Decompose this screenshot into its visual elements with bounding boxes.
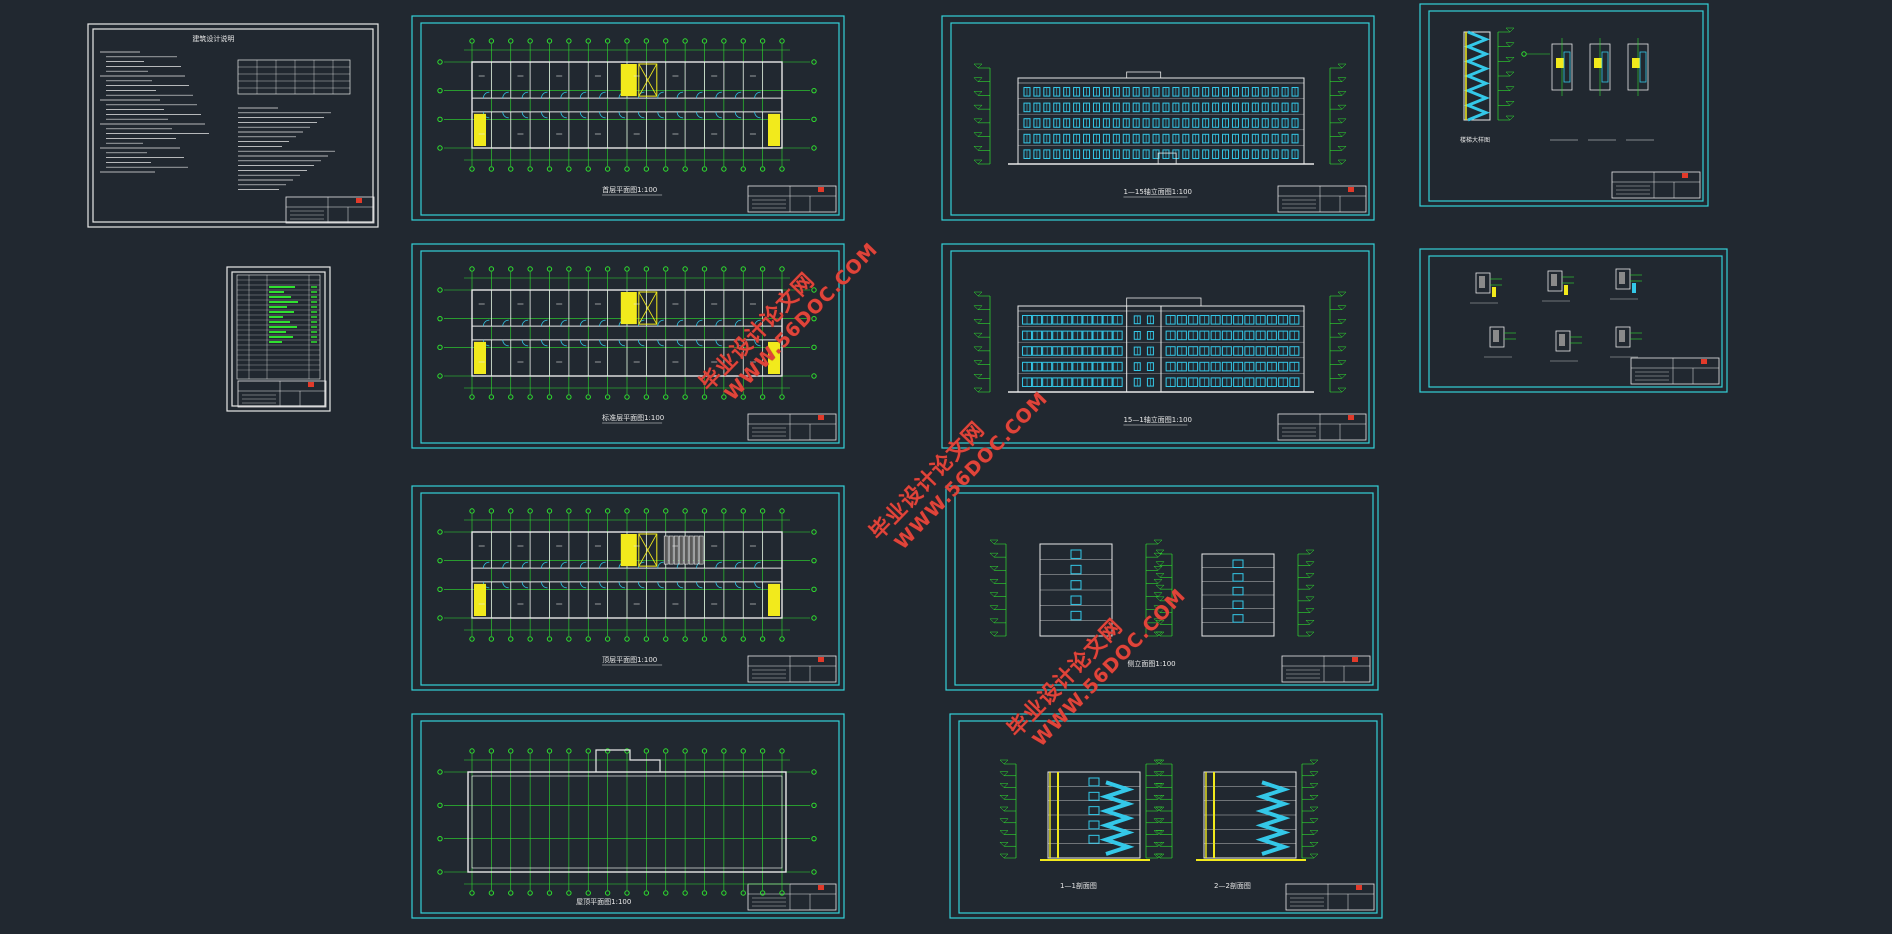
sheet-rear-elevation[interactable]: 15—1轴立面图1:100 bbox=[941, 243, 1375, 449]
sheet-stair-details[interactable]: 楼梯大样图 bbox=[1419, 3, 1709, 207]
sheet-caption: 1—15轴立面图1:100 bbox=[1123, 187, 1192, 196]
sheet-roof-plan[interactable]: 屋顶平面图1:100 bbox=[411, 713, 845, 919]
sheet-caption-b: 2—2剖面图 bbox=[1214, 881, 1251, 890]
sheet-caption: 屋顶平面图1:100 bbox=[576, 898, 631, 906]
sheet-caption: 标准层平面图1:100 bbox=[602, 413, 664, 422]
sheet-design-notes[interactable]: 建筑设计说明 bbox=[87, 23, 379, 228]
notes-title: 建筑设计说明 bbox=[192, 34, 234, 43]
sheet-caption: 首层平面图1:100 bbox=[602, 185, 657, 194]
sheet-caption: 顶层平面图1:100 bbox=[602, 656, 657, 664]
sheet-ground-floor-plan[interactable]: 首层平面图1:100 bbox=[411, 15, 845, 221]
sheet-caption: 楼梯大样图 bbox=[1460, 136, 1490, 144]
sheet-front-elevation[interactable]: 1—15轴立面图1:100 bbox=[941, 15, 1375, 221]
sheet-caption: 侧立面图1:100 bbox=[1127, 659, 1175, 668]
sheet-sections[interactable]: 1—1剖面图 2—2剖面图 bbox=[949, 713, 1383, 919]
sheet-caption-a: 1—1剖面图 bbox=[1060, 881, 1097, 890]
sheet-caption: 15—1轴立面图1:100 bbox=[1123, 415, 1192, 424]
sheet-standard-floor-plan[interactable]: 标准层平面图1:100 bbox=[411, 243, 845, 449]
sheet-wall-details[interactable] bbox=[1419, 248, 1728, 393]
sheet-side-elevations[interactable]: 侧立面图1:100 bbox=[945, 485, 1379, 691]
sheet-drawing-index[interactable] bbox=[226, 266, 331, 412]
sheet-top-floor-plan[interactable]: 顶层平面图1:100 bbox=[411, 485, 845, 691]
